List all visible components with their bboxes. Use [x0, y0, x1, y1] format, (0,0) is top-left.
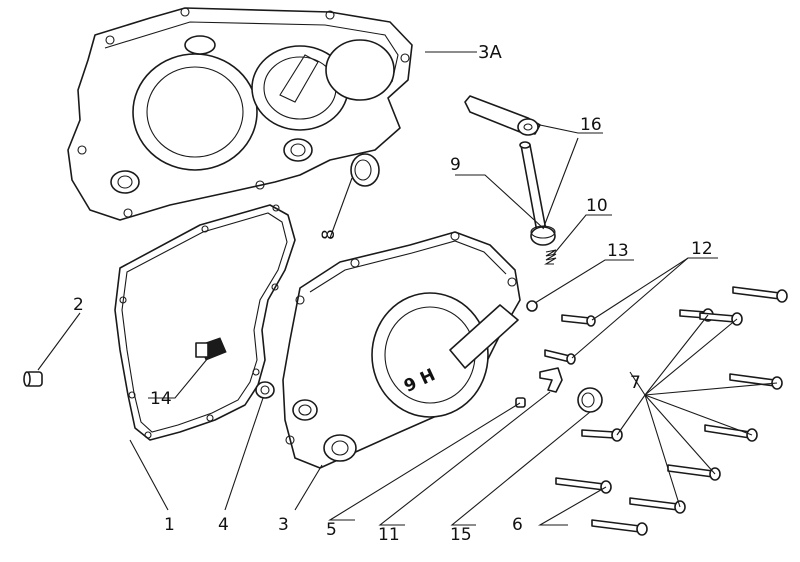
label-8: 8	[319, 229, 339, 240]
label-10: 10	[586, 196, 608, 216]
part-9-bushing	[530, 225, 556, 246]
label-12: 12	[691, 239, 713, 259]
label-13: 13	[607, 241, 629, 261]
part-6-bolts	[555, 477, 648, 536]
part-11-bracket	[539, 367, 563, 393]
callout-labels: 3A 16 9 10 8 13 12 2 14 7 1 4 3 5 11 15 …	[73, 42, 713, 545]
label-7: 7	[630, 373, 641, 393]
part-7-bolts	[581, 286, 788, 514]
label-3: 3	[278, 515, 289, 535]
part-10-spring	[544, 249, 557, 265]
label-16: 16	[580, 115, 602, 135]
part-12-bolts	[544, 314, 596, 365]
label-14: 14	[150, 389, 172, 409]
label-1: 1	[164, 515, 175, 535]
part-13-washer	[526, 300, 538, 312]
label-5: 5	[326, 520, 337, 540]
part-2-dowel-pin	[23, 371, 43, 387]
part-8-oil-seal	[350, 153, 380, 187]
label-15: 15	[450, 525, 472, 545]
part-1-gasket	[114, 204, 296, 441]
leader-lines	[37, 51, 778, 526]
part-5-pin	[515, 397, 526, 408]
label-2: 2	[73, 295, 84, 315]
label-11: 11	[378, 525, 400, 545]
part-14-plug	[195, 337, 227, 361]
label-9: 9	[450, 155, 461, 175]
part-3a-upper-cover	[67, 7, 413, 221]
label-4: 4	[218, 515, 229, 535]
label-3a: 3A	[478, 42, 502, 63]
part-16-shaft-lever	[464, 95, 547, 233]
part-15-seal-ring	[577, 387, 603, 413]
part-3-lower-cover: 9 H	[282, 231, 521, 469]
label-6: 6	[512, 515, 523, 535]
part-4-o-ring	[255, 381, 275, 399]
